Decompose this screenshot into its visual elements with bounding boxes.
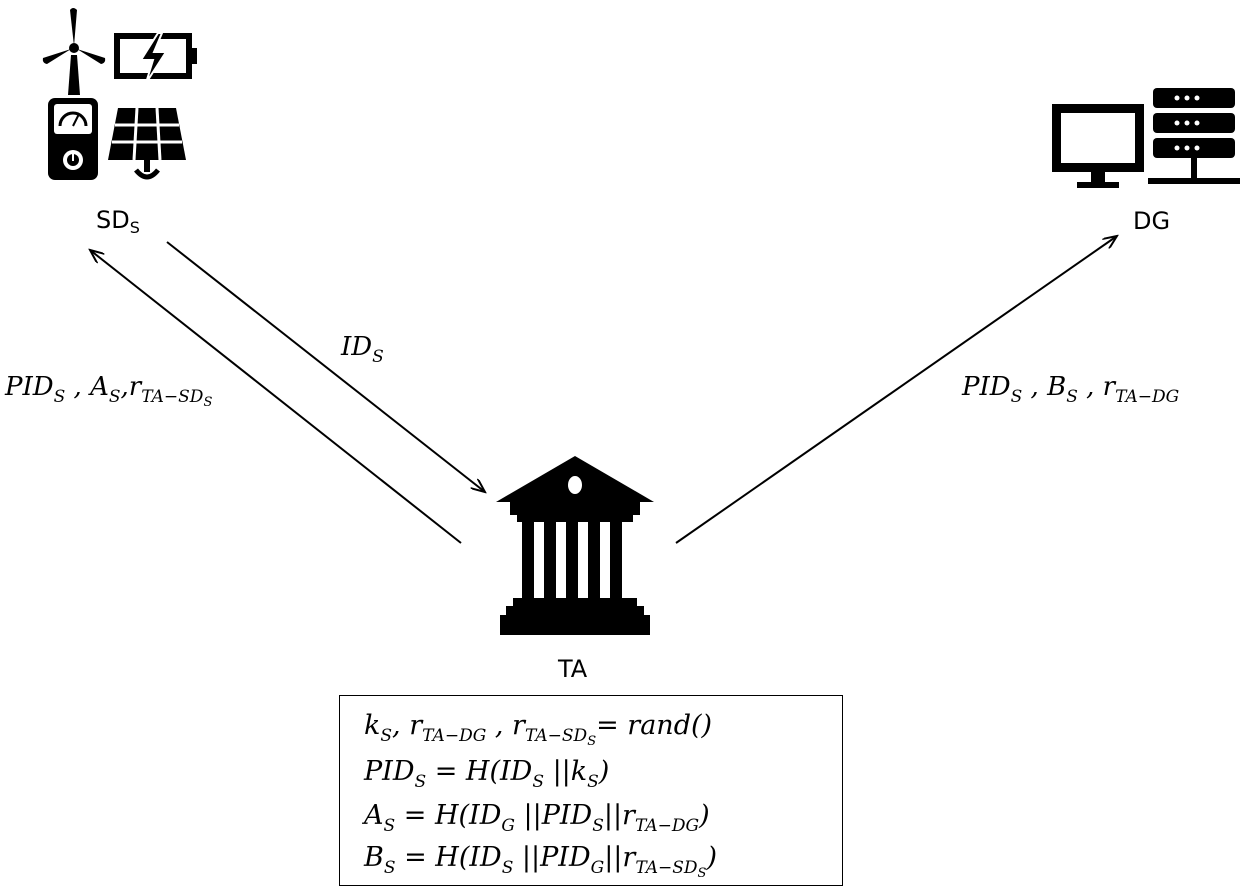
wind-turbine-icon — [42, 8, 106, 95]
node-label-dg: DG — [1133, 207, 1171, 235]
message-label-to-sds: PIDS , AS,rTA−SDS — [5, 372, 213, 410]
formula-line-4: BS = H(IDS ||PIDG||rTA−SDS) — [364, 842, 717, 881]
arrow-sds-to-ta — [166, 241, 485, 492]
formula-box: kS, rTA−DG , rTA−SDS= rand() PIDS = H(ID… — [339, 695, 843, 886]
message-label-to-dg: PIDS , BS , rTA−DG — [962, 372, 1180, 407]
node-label-sds: SDS — [96, 206, 140, 237]
formula-line-2: PIDS = H(IDS ||kS) — [364, 756, 610, 792]
node-label-ta: TA — [558, 655, 588, 683]
formula-line-3: AS = H(IDG ||PIDS||rTA−DG) — [364, 800, 710, 836]
solar-panel-icon — [108, 107, 186, 180]
battery-charging-icon — [114, 32, 197, 84]
server-icon — [1148, 88, 1240, 184]
arrow-ta-to-dg — [675, 236, 1117, 544]
government-building-icon — [496, 456, 654, 635]
message-label-ids: IDS — [341, 332, 384, 367]
arrow-ta-to-sds — [90, 250, 462, 544]
smart-meter-icon — [48, 98, 98, 180]
monitor-icon — [1052, 104, 1144, 188]
formula-line-1: kS, rTA−DG , rTA−SDS= rand() — [364, 710, 713, 749]
